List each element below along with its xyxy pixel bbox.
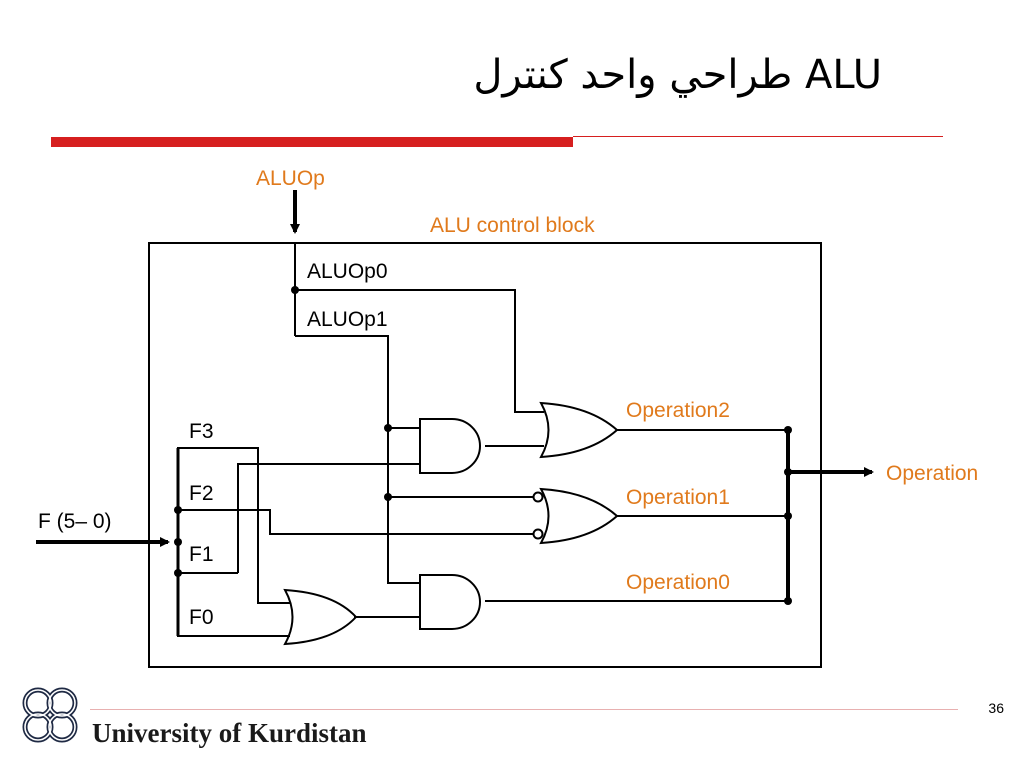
operation0-label: Operation0 [626,571,730,594]
title-rule-thick [51,137,573,147]
page-number: 36 [988,700,1004,716]
or-gate-operation1 [539,487,619,545]
university-of-kurdistan-logo-icon [22,687,78,743]
inverter-bubble-top [532,491,544,503]
operation-output-label: Operation [886,462,978,485]
title-rule-thin [573,136,943,137]
inverter-bubble-bottom [532,528,544,540]
or-gate-lower [283,588,358,646]
f0-label: F0 [189,606,214,629]
slide-title: طراحي واحد کنترل ALU [473,52,882,98]
f1-label: F1 [189,543,214,566]
f-input-label: F (5– 0) [38,510,112,533]
and-gate-upper [419,418,481,474]
and-gate-lower [419,574,481,630]
alu-control-block-label: ALU control block [430,214,595,237]
aluop-input-label: ALUOp [256,167,325,190]
operation2-label: Operation2 [626,399,730,422]
junction-dots [174,286,792,605]
f3-label: F3 [189,420,214,443]
aluop1-label: ALUOp1 [307,308,388,331]
aluop0-label: ALUOp0 [307,260,388,283]
alu-control-block-box [148,242,822,668]
university-name: University of Kurdistan [92,718,367,748]
f2-label: F2 [189,482,214,505]
operation1-label: Operation1 [626,486,730,509]
footer-rule [90,709,958,710]
or-gate-operation2 [539,401,619,459]
